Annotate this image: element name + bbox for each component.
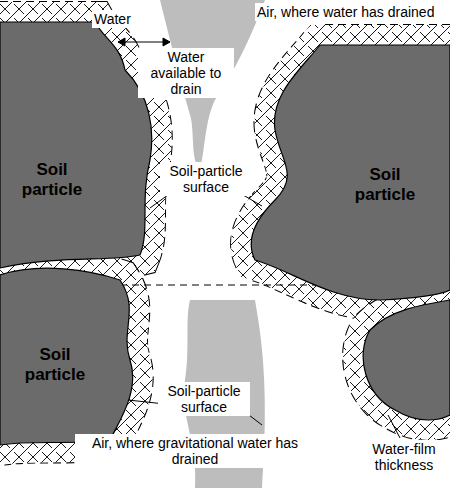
soil-particle: Soil particle xyxy=(0,20,156,272)
particle-label: Soil particle xyxy=(340,165,430,205)
particle-label: Soil particle xyxy=(12,160,92,200)
water-film xyxy=(363,300,450,420)
water-film-boundary xyxy=(0,22,152,268)
annotation-label: Water xyxy=(92,10,144,28)
water-film-boundary xyxy=(363,300,450,420)
annotation-label: Water available to drain xyxy=(138,48,234,98)
soil-particle-outline xyxy=(251,45,450,300)
particle-label: Soil particle xyxy=(15,345,95,385)
water-film-hatch xyxy=(0,22,152,268)
water-film xyxy=(0,22,152,268)
soil-particle-shape xyxy=(0,260,146,450)
arrowhead xyxy=(118,38,170,46)
soil-particle-shape xyxy=(363,300,450,420)
water-film-boundary xyxy=(0,268,133,445)
soil-particle-outline xyxy=(0,268,133,445)
dimension-arrow xyxy=(118,42,170,43)
water-film xyxy=(0,22,450,445)
annotation-label: Soil-particle surface xyxy=(158,382,250,416)
water-film-hatch xyxy=(251,45,450,300)
annotation-label: Air, where gravitational water has drain… xyxy=(75,434,315,468)
water-film xyxy=(0,268,133,445)
water-film-hatch xyxy=(0,268,133,445)
annotation-label: Air, where water has drained xyxy=(255,3,448,21)
soil-particle: Soil particle xyxy=(240,44,450,304)
soil-particle: Soil particle xyxy=(0,260,146,450)
annotation-label: Soil-particle surface xyxy=(160,162,252,196)
soil-particle-outline xyxy=(0,22,152,268)
water-film xyxy=(251,45,450,300)
soil-particle-shape xyxy=(0,20,156,272)
water-film-hatch xyxy=(363,300,450,420)
soil-particle-shape xyxy=(240,44,450,304)
leader-line xyxy=(388,415,400,438)
water-film-boundary xyxy=(251,45,450,300)
annotation-label: Water-film thickness xyxy=(362,440,446,474)
